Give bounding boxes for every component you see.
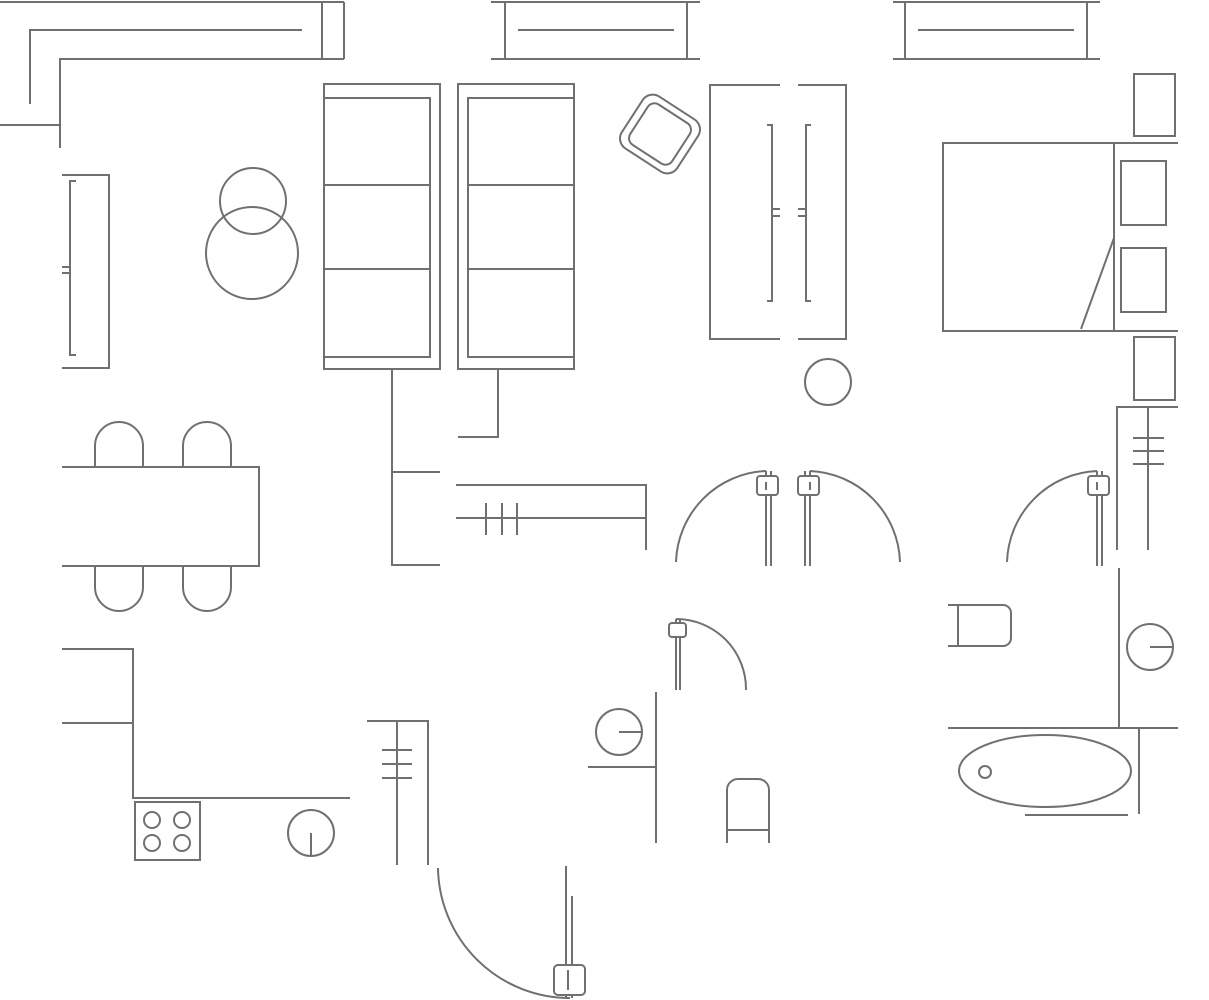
wardrobe-icon	[798, 84, 847, 340]
dining-chair-icon	[94, 421, 232, 612]
coat-rack-icon	[1116, 406, 1178, 550]
toilet-icon	[948, 604, 1012, 647]
washbasin-icon	[1126, 623, 1174, 671]
kitchen-counter-icon	[62, 648, 350, 799]
bookshelf-icon	[457, 83, 575, 370]
interior-wall	[588, 692, 657, 843]
interior-wall	[948, 568, 1178, 814]
interior-wall	[391, 369, 499, 566]
coffee-table-icon	[205, 167, 299, 300]
toilet-icon	[726, 778, 770, 843]
stove-icon	[134, 801, 201, 861]
bookshelf-icon	[323, 83, 441, 370]
floor-lamp-icon	[804, 358, 852, 406]
armchair-icon	[619, 93, 701, 175]
double-bed-icon	[942, 142, 1178, 332]
coat-rack-icon	[456, 484, 647, 550]
wall-sofa-icon	[893, 1, 1100, 60]
coat-rack-icon	[367, 720, 429, 865]
wall-sofa-icon	[491, 1, 700, 60]
tv-cabinet-icon	[62, 174, 110, 369]
door-swing-icon	[668, 618, 748, 691]
door-swing-icon	[797, 470, 901, 566]
nightstand-icon	[1120, 73, 1176, 401]
kitchen-sink-icon	[287, 809, 335, 857]
wardrobe-icon	[709, 84, 780, 340]
washbasin-icon	[595, 708, 643, 756]
corner-sofa-icon	[0, 1, 345, 148]
door-swing-icon	[437, 866, 586, 999]
bathtub-icon	[958, 734, 1132, 816]
door-swing-icon	[1006, 470, 1110, 566]
dining-table-icon	[62, 466, 260, 567]
door-swing-icon	[675, 470, 779, 566]
